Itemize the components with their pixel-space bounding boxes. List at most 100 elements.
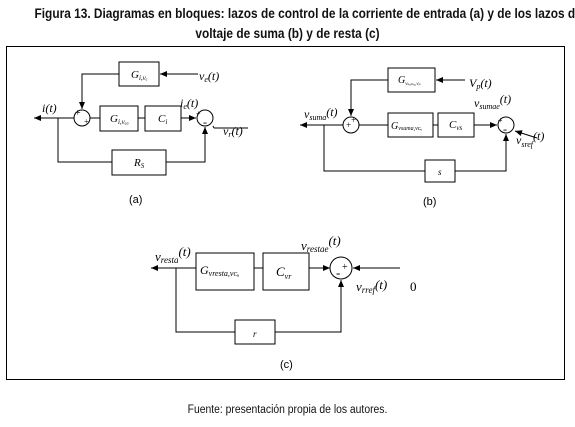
svg-text:vsuma(t): vsuma(t) [304, 105, 338, 122]
svg-text:i(t): i(t) [42, 101, 57, 115]
block-b-mid2 [437, 112, 475, 138]
block-a-top [118, 61, 160, 87]
a-bottom-sub: S [141, 162, 145, 170]
b-out-sub: suma [309, 113, 326, 122]
diagram-a [34, 61, 248, 176]
c-ref-main: v [356, 279, 362, 294]
c-out-sub: resta [161, 255, 179, 265]
a-top-main: G [131, 69, 139, 81]
svg-text:Gvₛᵤₘₒ,vₚ: Gvₛᵤₘₒ,vₚ [398, 75, 421, 87]
a-ve-main: v [199, 69, 205, 83]
caption-line-1: Figura 13. Diagramas en bloques: lazos d… [34, 6, 575, 21]
a-top-sub: i,vₑ [139, 74, 148, 82]
b-sumae-main: v [474, 96, 480, 110]
c-bottom-main: r [253, 329, 257, 339]
a-sum2-minus: - [203, 115, 207, 129]
block-b-top [387, 67, 436, 93]
diagram-b-text: Gvₛᵤₘₒ,vₚ Gvsuma,vᴄᵤ Cvs s Vp(t) vsuma(t… [304, 75, 544, 208]
diagram-c [151, 252, 400, 345]
b-bottom-main: s [438, 167, 442, 177]
diagram-c-text: Gvresta,vᴄᵤ Cvr r vresta(t) vrestae(t) v… [155, 233, 417, 371]
svg-text:Gvsuma,vᴄᵤ: Gvsuma,vᴄᵤ [391, 121, 422, 132]
sum-b-right [497, 116, 515, 134]
b-out-suffix: (t) [326, 105, 337, 119]
a-out-suffix: (t) [45, 101, 56, 115]
b-mid2-main: C [449, 119, 457, 131]
b-mid1-sub: vsuma,vᴄᵤ [398, 126, 422, 132]
c-ref-suffix: (t) [375, 277, 387, 292]
svg-text:Cvs: Cvs [449, 119, 462, 132]
block-a-bottom [111, 149, 167, 176]
b-vp-suffix: (t) [480, 76, 491, 90]
b-top-main: G [398, 75, 405, 86]
a-ie-main: i [180, 96, 183, 110]
c-block1-sub: vresta,vᴄᵤ [209, 269, 240, 278]
b-ref-sub: sref [521, 140, 534, 149]
block-b-mid1 [387, 112, 434, 138]
c-zero: 0 [410, 279, 417, 294]
a-ve-sub: e [204, 75, 208, 84]
a-sum1-minus: + [84, 117, 89, 126]
a-mid2-sub: i [165, 118, 167, 126]
svg-text:vsumae(t): vsumae(t) [474, 92, 511, 111]
svg-text:vr(t): vr(t) [223, 124, 243, 139]
c-out-suffix: (t) [178, 244, 190, 259]
a-vr-sub: r [228, 130, 232, 139]
figure-frame [6, 46, 565, 380]
a-mid1-sub: i,vₑₐ [118, 118, 129, 126]
a-mid2-main: C [158, 113, 166, 125]
b-sumae-suffix: (t) [500, 92, 511, 106]
svg-text:Gvresta,vᴄᵤ: Gvresta,vᴄᵤ [200, 263, 239, 278]
a-mid1-main: G [110, 113, 118, 125]
a-vr-suffix: (t) [231, 124, 242, 138]
sum-a-right [196, 109, 214, 127]
diagram-a-label: (a) [129, 194, 142, 206]
svg-text:Cvr: Cvr [276, 264, 292, 281]
a-ie-suffix: (t) [187, 96, 198, 110]
c-ref-sub: rref [362, 285, 377, 295]
svg-text:Gi,vₑₐ: Gi,vₑₐ [110, 113, 129, 126]
svg-text:Vp(t): Vp(t) [469, 76, 492, 91]
a-bottom-main: R [133, 157, 141, 169]
a-vr-main: v [223, 124, 229, 138]
b-ref-suffix: (t) [533, 129, 544, 143]
b-mid2-sub: vs [456, 124, 462, 132]
block-c-1 [195, 252, 255, 291]
c-block2-main: C [276, 264, 285, 279]
a-ie-sub: e [183, 102, 187, 111]
svg-text:vsref(t): vsref(t) [516, 129, 544, 149]
b-out-main: v [304, 107, 310, 121]
sum-c [329, 256, 353, 280]
svg-text:vrestae(t): vrestae(t) [301, 233, 341, 254]
block-c-2 [262, 252, 310, 291]
b-sumae-sub: sumae [479, 102, 500, 111]
c-restae-main: v [301, 238, 307, 253]
svg-text:ve(t): ve(t) [199, 69, 219, 84]
c-block2-sub: vr [285, 272, 293, 281]
svg-text:vrref(t): vrref(t) [356, 277, 387, 295]
c-restae-sub: restae [307, 244, 329, 254]
a-sum1-plus: + [75, 108, 81, 119]
c-block1-main: G [200, 263, 209, 277]
a-out-main: i [42, 101, 45, 115]
b-sum2-minus: - [503, 122, 507, 136]
b-vp-main: V [469, 76, 478, 90]
a-ve-suffix: (t) [208, 69, 219, 83]
b-sum1-plus: + [346, 120, 351, 130]
diagram-c-label: (c) [280, 359, 293, 371]
diagram-a-text: Gi,vₑ Gi,vₑₐ Ci RS i(t) ve(t) ie(t) vr(t… [42, 69, 243, 206]
c-out-main: v [155, 249, 161, 264]
c-sum-minus: - [336, 265, 340, 280]
b-sum1-plus2: + [351, 115, 356, 125]
svg-text:Ci: Ci [158, 113, 167, 126]
b-sum2-plus: + [498, 116, 503, 125]
source-note: Fuente: presentación propia de los autor… [187, 404, 388, 416]
a-sum2-plus: + [196, 109, 201, 118]
c-sum-plus: + [342, 262, 348, 273]
svg-text:Gi,vₑ: Gi,vₑ [131, 69, 148, 82]
b-mid1-main: G [391, 121, 398, 132]
b-vp-sub: p [475, 82, 480, 91]
b-top-sub: vₛᵤₘₒ,vₚ [405, 82, 420, 87]
b-ref-main: v [516, 133, 522, 147]
